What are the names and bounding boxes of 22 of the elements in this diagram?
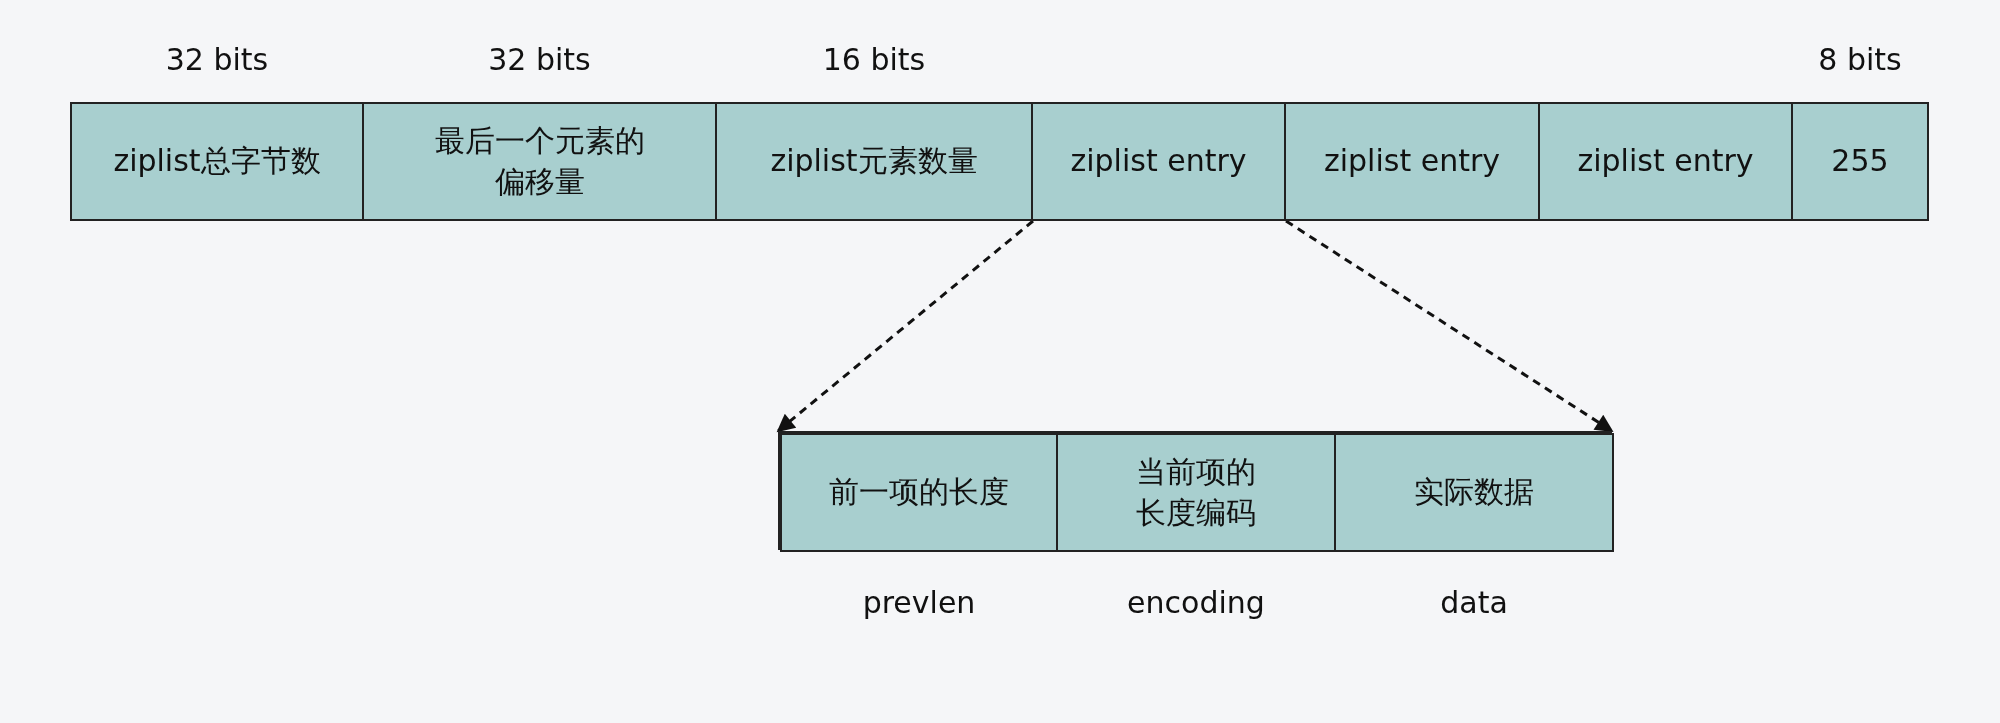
bit-size-label: 32 bits [487,42,592,77]
cell-label: 当前项的长度编码 [1135,453,1257,532]
cell-label: ziplist总字节数 [112,142,322,181]
field-cell [1033,102,1286,221]
field-name: data [1439,585,1509,620]
cell-label: ziplist元素数量 [769,142,979,181]
bit-size-label: 8 bits [1817,42,1903,77]
field-name: encoding [1126,585,1266,620]
field-cell [1540,102,1793,221]
dashed-arrow [1285,219,1614,433]
cell-label: 实际数据 [1413,473,1535,512]
field-cell [1286,102,1540,221]
cell-label: 255 [1830,142,1890,181]
cell-label: ziplist entry [1322,142,1501,181]
bit-size-label: 16 bits [821,42,927,77]
bit-size-label: 32 bits [164,42,270,77]
cell-label: 前一项的长度 [828,473,1010,512]
cell-label: 最后一个元素的偏移量 [433,122,646,201]
cell-label: ziplist entry [1576,142,1755,181]
dashed-arrow [776,219,1034,433]
cell-label: ziplist entry [1069,142,1248,181]
field-name: prevlen [861,585,977,620]
